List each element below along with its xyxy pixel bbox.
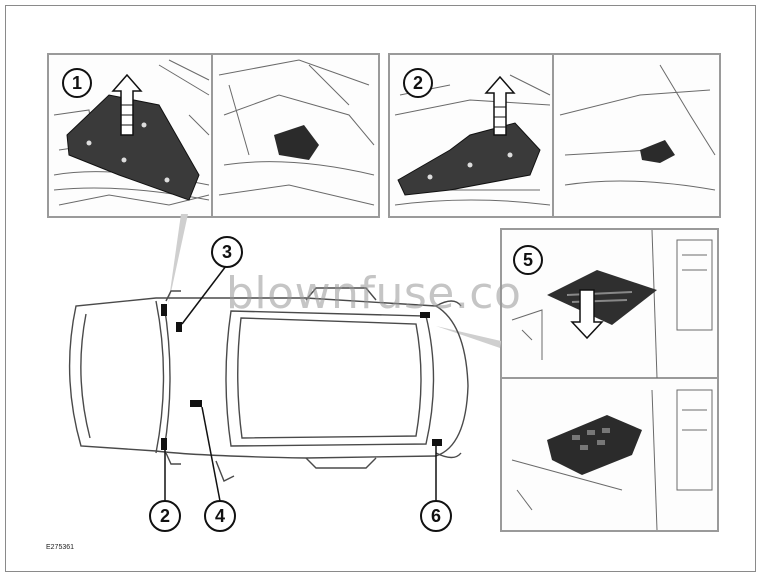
detail-panel-2: 2 — [388, 53, 721, 218]
car-top-view — [68, 287, 469, 482]
down-arrow-icon — [570, 289, 604, 340]
panel-1-badge — [62, 68, 92, 98]
location-marker-4 — [190, 400, 202, 407]
fuse-box-shape — [274, 125, 319, 160]
detail-panel-5: 5 — [500, 228, 719, 532]
detail-panel-5-drawing: 5 — [502, 230, 717, 530]
panel-5-badge — [513, 245, 543, 275]
panel-2-badge — [403, 68, 433, 98]
callout-6: 6 — [420, 500, 452, 532]
fuse-box-shape — [547, 415, 642, 475]
engine-cover-shape — [66, 94, 200, 201]
panel-1-pointer — [168, 214, 188, 306]
detail-panel-1: 1 — [47, 53, 380, 218]
callout-3: 3 — [211, 236, 243, 268]
detail-panel-2-drawing: 2 — [394, 55, 716, 216]
callout-6-label: 6 — [431, 506, 441, 526]
callout-2: 2 — [149, 500, 181, 532]
detail-panel-1-drawing: 1 — [53, 55, 375, 216]
callout-2-label: 2 — [160, 506, 170, 526]
callout-4-label: 4 — [215, 506, 225, 526]
panel-5-label: 5 — [523, 250, 533, 270]
fuse-box-shape — [640, 140, 675, 163]
figure-code: E275361 — [46, 544, 75, 551]
callout-3-label: 3 — [222, 242, 232, 262]
lift-arrow-icon — [111, 73, 143, 136]
location-marker-3 — [176, 322, 182, 332]
location-marker-2 — [161, 438, 167, 450]
location-marker-5 — [420, 312, 430, 318]
location-marker-6 — [432, 439, 442, 446]
callout-4: 4 — [204, 500, 236, 532]
panel-1-label: 1 — [72, 73, 82, 93]
watermark-text: blownfuse.co — [226, 268, 522, 319]
fuse-cover-shape — [547, 270, 657, 325]
vehicle-diagram: 3 2 4 6 — [68, 214, 501, 532]
panel-5-pointer — [436, 326, 501, 348]
lift-arrow-icon — [484, 75, 516, 136]
location-marker-1 — [161, 304, 167, 316]
figure-frame: 1 2 — [5, 5, 756, 572]
engine-cover-shape — [397, 122, 541, 196]
panel-2-label: 2 — [413, 73, 423, 93]
